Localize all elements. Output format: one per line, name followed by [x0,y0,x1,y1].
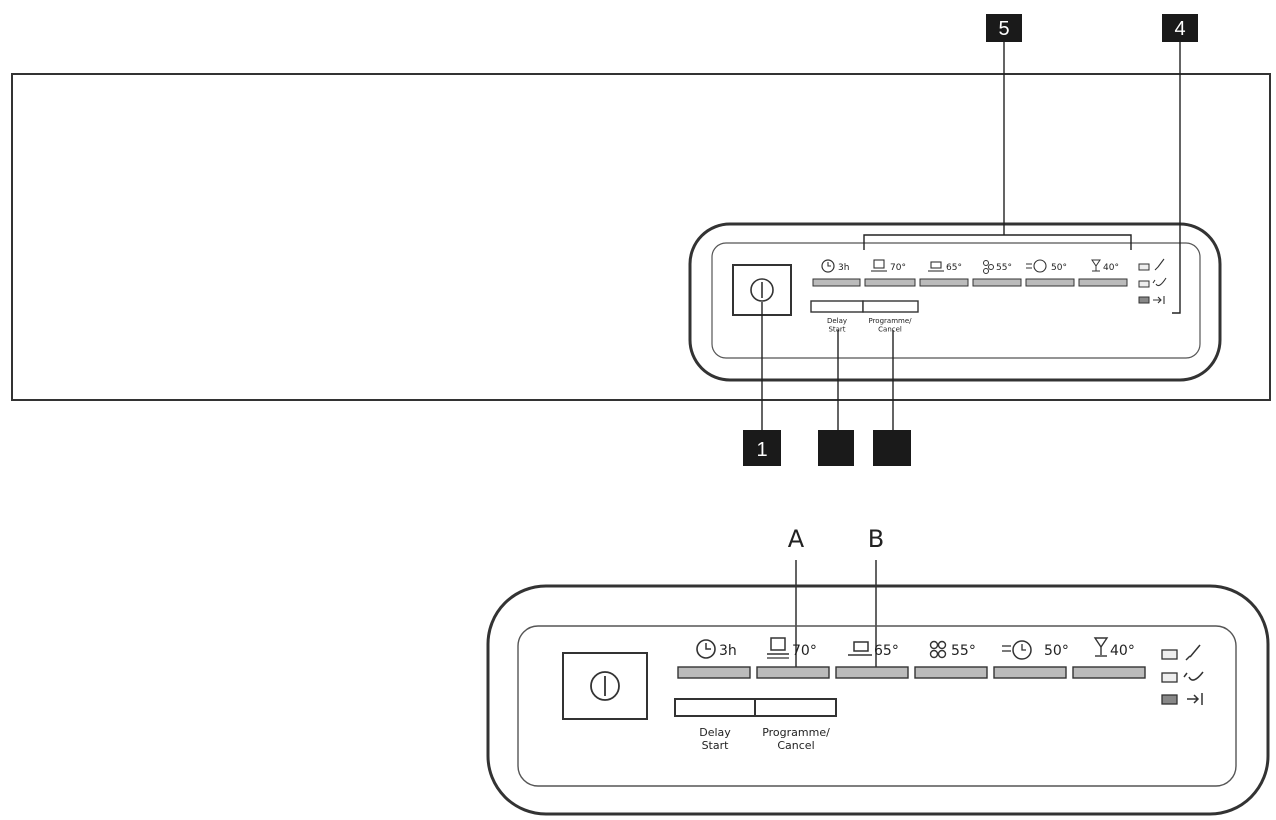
indicator-light [1161,649,1178,660]
svg-text:4: 4 [1174,18,1185,40]
programme-cancel-button-large[interactable] [754,698,837,717]
programme-bar[interactable] [812,278,861,287]
rinse-aid-icon [1154,258,1165,271]
callout-badge-5: 5 [986,14,1022,42]
power-icon [750,278,774,302]
indicator-light [1161,672,1178,683]
programme-label: 50° [1051,263,1067,273]
programme-bar[interactable] [864,278,916,287]
programme-label: 70° [792,643,817,659]
plate-cup-icon [848,641,872,656]
programme-bar[interactable] [1078,278,1128,287]
programme-label: 40° [1110,643,1135,659]
quick-30-icon [1002,640,1032,660]
programme-label: 55° [996,263,1012,273]
programme-bar[interactable] [677,666,751,679]
salt-icon [1152,277,1167,287]
programme-cancel-label: Programme/Cancel [868,317,912,333]
programme-bar[interactable] [1025,278,1075,287]
quick-30-icon [1026,259,1047,273]
callout-badge-2 [818,430,854,466]
programme-icons-bottom: 3h 70° 65° 55° [696,637,1135,660]
indicator-lights-top [1138,258,1167,304]
indicator-light [1138,263,1150,271]
clock-icon [821,259,835,273]
programme-label: 40° [1103,263,1119,273]
programme-cancel-label: Programme/Cancel [762,726,830,752]
programme-label: 65° [874,643,899,659]
svg-text:5: 5 [998,18,1009,40]
power-button-large[interactable] [562,652,648,720]
callout-lines-top [761,42,1181,438]
top-panel-view: 3h 70° 65° 55° 50° [11,14,1271,466]
eco-icon [983,260,994,274]
programme-bar[interactable] [993,666,1067,679]
plate-cup-icon [928,261,944,272]
indicator-lights-bottom [1161,644,1204,705]
programme-cancel-button[interactable] [862,300,919,313]
programme-label: 70° [890,263,906,273]
programme-label: 50° [1044,643,1069,659]
programme-bar[interactable] [835,666,909,679]
panel-outer-bezel [688,222,1222,382]
rinse-aid-icon [1185,644,1201,661]
pot-icon [871,259,887,272]
indicator-light [1138,296,1150,304]
programme-bars-bottom [677,666,1146,679]
indicator-light [1138,280,1150,288]
panel-inner-face-large [517,625,1237,787]
pot-icon [767,637,789,659]
programme-label: 65° [946,263,962,273]
svg-text:1: 1 [756,439,767,461]
bottom-panel-view: A B 3h 70° [486,525,1270,816]
programme-bars-top [812,278,1128,287]
delay-start-button-large[interactable] [674,698,756,717]
programme-label: 3h [838,263,849,273]
panel-inner-face [711,242,1201,359]
indicator-light [1161,694,1178,705]
programme-bar[interactable] [914,666,988,679]
programme-label: 3h [719,643,737,659]
programme-bar[interactable] [756,666,830,679]
programme-bar[interactable] [919,278,969,287]
callout-badge-1: 1 [743,430,781,466]
end-icon [1187,693,1203,705]
programme-bar[interactable] [1072,666,1146,679]
end-icon [1153,296,1165,304]
programme-label: 55° [951,643,976,659]
salt-icon [1183,671,1204,681]
letter-label-b: B [868,525,884,553]
power-icon [590,671,620,701]
programme-bar[interactable] [972,278,1022,287]
panel-outer-bezel-large [486,584,1270,816]
letter-label-a: A [788,525,805,553]
callout-badge-3 [873,430,911,466]
glass-icon [1093,637,1109,657]
eco-icon [929,640,947,659]
delay-start-button[interactable] [810,300,864,313]
clock-icon [696,639,716,659]
callout-badge-4: 4 [1162,14,1198,42]
appliance-front-outline [11,73,1271,401]
programme-icons-top: 3h 70° 65° 55° 50° [821,259,1119,274]
glass-icon [1091,259,1101,272]
